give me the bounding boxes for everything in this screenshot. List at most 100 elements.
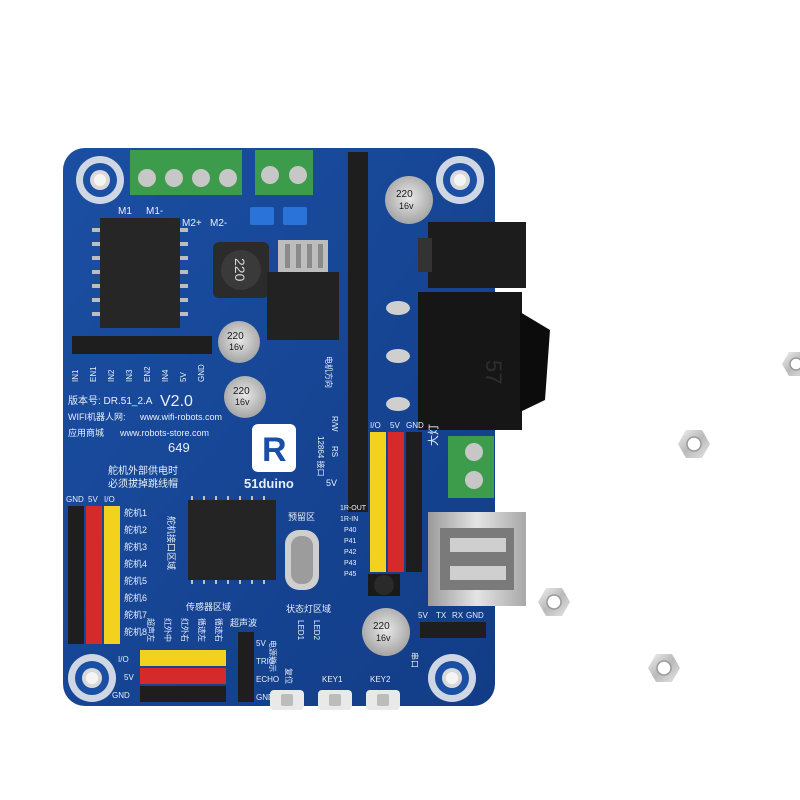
motor-direction-label: 电机方向 <box>324 356 334 388</box>
svg-text:P42: P42 <box>344 549 357 556</box>
svg-text:I/O: I/O <box>370 421 381 430</box>
mounting-holes <box>68 156 484 702</box>
lcd-header <box>348 152 368 512</box>
svg-text:16v: 16v <box>376 633 391 643</box>
svg-text:版本号: DR.51_2.A: 版本号: DR.51_2.A <box>68 394 153 407</box>
jumper-warning: 舵机外部供电时 必须拔掉跳线帽 <box>108 464 178 490</box>
svg-text:220: 220 <box>396 189 413 200</box>
hex-nut-2 <box>678 430 710 458</box>
svg-text:M1-: M1- <box>146 206 163 217</box>
servo-labels: 舵机1 舵机2 舵机3 舵机4 舵机5 舵机6 舵机7 舵机8 <box>124 507 147 637</box>
svg-text:P41: P41 <box>344 538 357 545</box>
dc-power-jack <box>418 222 526 288</box>
svg-text:www.robots-store.com: www.robots-store.com <box>119 428 209 438</box>
svg-text:GND: GND <box>66 495 84 504</box>
power-indicator-label: 电源指示 <box>268 640 278 672</box>
svg-text:TRIG: TRIG <box>256 657 275 666</box>
motor-pin-header <box>72 336 212 354</box>
reset-label: 复位 <box>284 668 294 684</box>
svg-text:舵机5: 舵机5 <box>124 575 147 586</box>
switch-pins <box>386 301 410 411</box>
svg-text:必须拔掉跳线帽: 必须拔掉跳线帽 <box>108 477 178 490</box>
svg-text:P45: P45 <box>344 571 357 578</box>
ultrasonic-header <box>238 632 254 702</box>
hex-nut-1 <box>782 352 800 376</box>
io-header-labels: I/O 5V GND <box>370 421 424 430</box>
power-rocker-switch: 57 <box>418 292 550 430</box>
svg-text:LED1: LED1 <box>296 620 305 641</box>
svg-text:RX: RX <box>452 611 464 620</box>
sensor-pin-labels: I/O 5V GND <box>112 655 134 700</box>
svg-text:5V: 5V <box>124 673 134 682</box>
svg-text:16v: 16v <box>229 342 244 352</box>
capacitor-3: 220 16v <box>385 176 433 224</box>
microcontroller-chip <box>188 496 276 584</box>
capacitor-4: 220 16v <box>362 608 410 656</box>
key2-button <box>366 690 400 710</box>
brand-logo: R 51duino <box>244 424 296 491</box>
svg-text:220: 220 <box>373 621 390 632</box>
svg-text:5V: 5V <box>390 421 400 430</box>
led-area-label: 状态灯区域 <box>286 603 331 614</box>
key1-label: KEY1 <box>322 675 343 684</box>
voltage-regulator <box>267 240 339 340</box>
sensor-area-label: 传感器区域 <box>186 601 231 612</box>
svg-text:GND: GND <box>466 611 484 620</box>
svg-text:220: 220 <box>227 331 244 342</box>
motor-pin-labels: IN1 EN1 IN2 IN3 EN2 IN4 5V GND <box>71 364 206 382</box>
svg-text:www.wifi-robots.com: www.wifi-robots.com <box>139 412 222 422</box>
svg-text:5V: 5V <box>179 372 188 382</box>
svg-text:16v: 16v <box>399 201 414 211</box>
servo-headers <box>68 506 120 644</box>
servo-area-label: 舵机接口区域 <box>166 516 177 570</box>
svg-text:WIFI机器人网:: WIFI机器人网: <box>68 411 126 422</box>
svg-text:应用商城: 应用商城 <box>68 427 104 438</box>
svg-text:V2.0: V2.0 <box>160 393 193 410</box>
svg-text:5V: 5V <box>88 495 98 504</box>
svg-text:TX: TX <box>436 611 447 620</box>
port-labels: 1R-OUT 1R-IN P40 P41 P42 P43 P45 <box>340 505 367 578</box>
led-labels: LED1 LED2 <box>296 620 321 641</box>
usb-port <box>428 512 526 606</box>
svg-text:57: 57 <box>481 360 506 384</box>
svg-text:I/O: I/O <box>118 655 129 664</box>
svg-text:ECHO: ECHO <box>256 675 279 684</box>
svg-text:R/W: R/W <box>330 416 339 432</box>
svg-text:P40: P40 <box>344 527 357 534</box>
svg-text:I/O: I/O <box>104 495 115 504</box>
servo-header-labels: GND 5V I/O <box>66 495 115 504</box>
svg-text:M2-: M2- <box>210 218 227 229</box>
svg-text:GND: GND <box>112 691 130 700</box>
rw-labels: R/W RS <box>330 416 339 457</box>
svg-text:IN4: IN4 <box>161 369 170 382</box>
inductor: 220 <box>213 242 269 298</box>
svg-text:GND: GND <box>256 693 274 702</box>
svg-text:舵机外部供电时: 舵机外部供电时 <box>108 464 178 477</box>
svg-text:EN1: EN1 <box>89 366 98 382</box>
io-headers <box>370 432 422 572</box>
motor-terminal-blocks <box>130 150 313 195</box>
svg-text:1R-OUT: 1R-OUT <box>340 505 367 512</box>
svg-text:GND: GND <box>406 421 424 430</box>
svg-text:16v: 16v <box>235 397 250 407</box>
svg-text:红外右: 红外右 <box>180 618 190 642</box>
crystal-oscillator <box>285 530 319 590</box>
svg-text:649: 649 <box>168 440 190 455</box>
jumper-caps <box>250 207 307 225</box>
svg-text:舵机2: 舵机2 <box>124 524 147 535</box>
svg-text:GND: GND <box>197 364 206 382</box>
svg-text:IN2: IN2 <box>107 369 116 382</box>
sensor-headers <box>140 650 226 702</box>
svg-text:M1: M1 <box>118 206 132 217</box>
svg-text:220: 220 <box>232 258 248 282</box>
lcd-label: 12864 接口 <box>316 436 326 476</box>
board-info: 版本号: DR.51_2.A V2.0 WIFI机器人网: www.wifi-r… <box>68 393 222 455</box>
svg-text:舵机6: 舵机6 <box>124 592 147 603</box>
reserve-header <box>368 574 400 596</box>
svg-text:EN2: EN2 <box>143 366 152 382</box>
reset-button <box>270 690 304 710</box>
svg-text:M2+: M2+ <box>182 218 202 229</box>
serial-pin-labels: 5V TX RX GND <box>418 611 484 620</box>
serial-label: 串口 <box>410 652 419 668</box>
